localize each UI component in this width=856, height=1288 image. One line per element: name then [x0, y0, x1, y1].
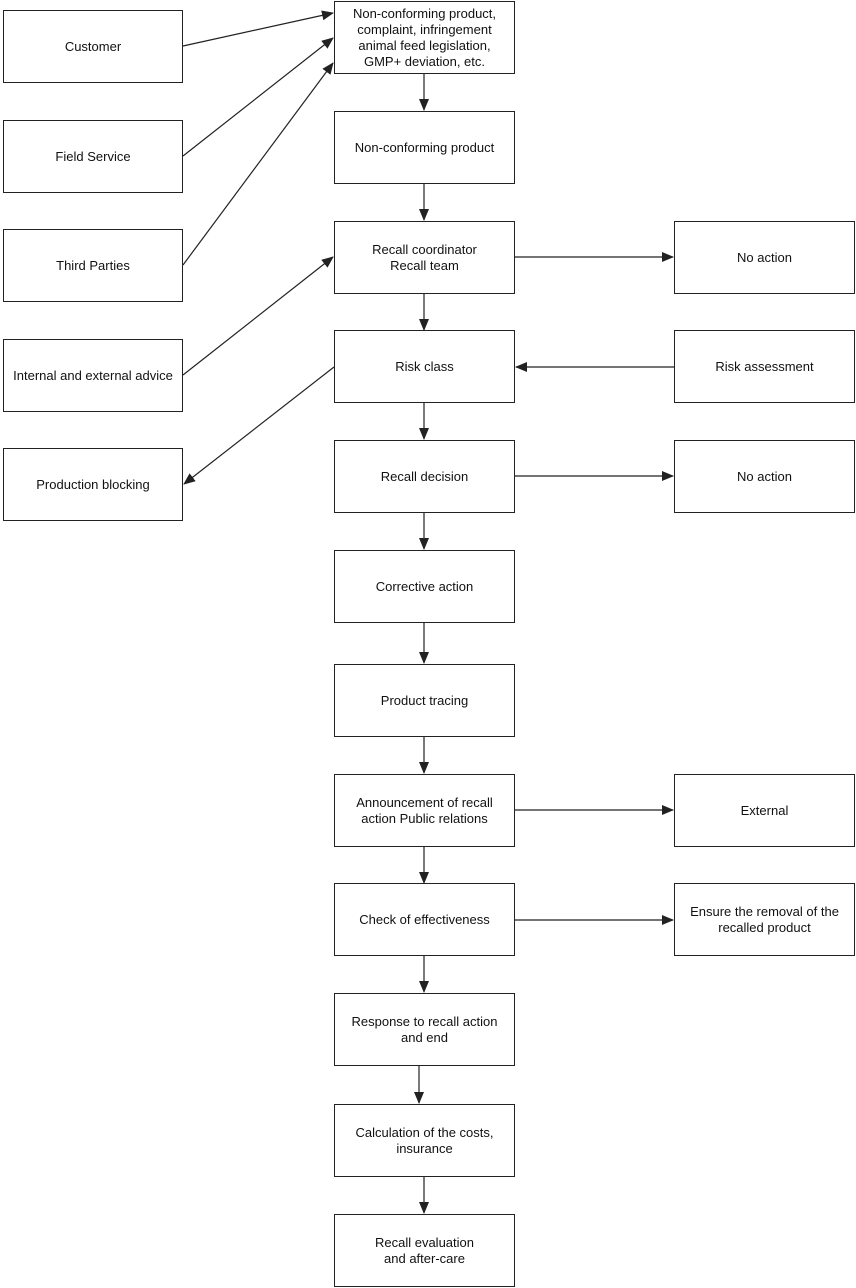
node-response-end: Response to recall action and end	[334, 993, 515, 1066]
node-non-conforming-product: Non-conforming product	[334, 111, 515, 184]
node-field-service: Field Service	[3, 120, 183, 193]
node-production-blocking: Production blocking	[3, 448, 183, 521]
arrow-risk-class-to-blocking	[183, 366, 335, 485]
node-ensure-removal: Ensure the removal of the recalled produ…	[674, 883, 855, 956]
node-customer: Customer	[3, 10, 183, 83]
node-announcement: Announcement of recall action Public rel…	[334, 774, 515, 847]
node-no-action-1: No action	[674, 221, 855, 294]
arrow-third-parties-to-report	[182, 62, 334, 266]
node-corrective-action: Corrective action	[334, 550, 515, 623]
node-non-conforming-report: Non-conforming product, complaint, infri…	[334, 1, 515, 74]
node-internal-external-advice: Internal and external advice	[3, 339, 183, 412]
node-third-parties: Third Parties	[3, 229, 183, 302]
node-recall-evaluation: Recall evaluation and after-care	[334, 1214, 515, 1287]
node-recall-decision: Recall decision	[334, 440, 515, 513]
node-product-tracing: Product tracing	[334, 664, 515, 737]
node-external: External	[674, 774, 855, 847]
node-check-effectiveness: Check of effectiveness	[334, 883, 515, 956]
node-risk-class: Risk class	[334, 330, 515, 403]
node-risk-assessment: Risk assessment	[674, 330, 855, 403]
arrow-advice-to-coordinator	[182, 256, 334, 376]
node-no-action-2: No action	[674, 440, 855, 513]
node-recall-coordinator: Recall coordinator Recall team	[334, 221, 515, 294]
arrow-customer-to-report	[182, 10, 334, 47]
arrow-field-service-to-report	[182, 37, 334, 157]
node-calculation-costs: Calculation of the costs, insurance	[334, 1104, 515, 1177]
